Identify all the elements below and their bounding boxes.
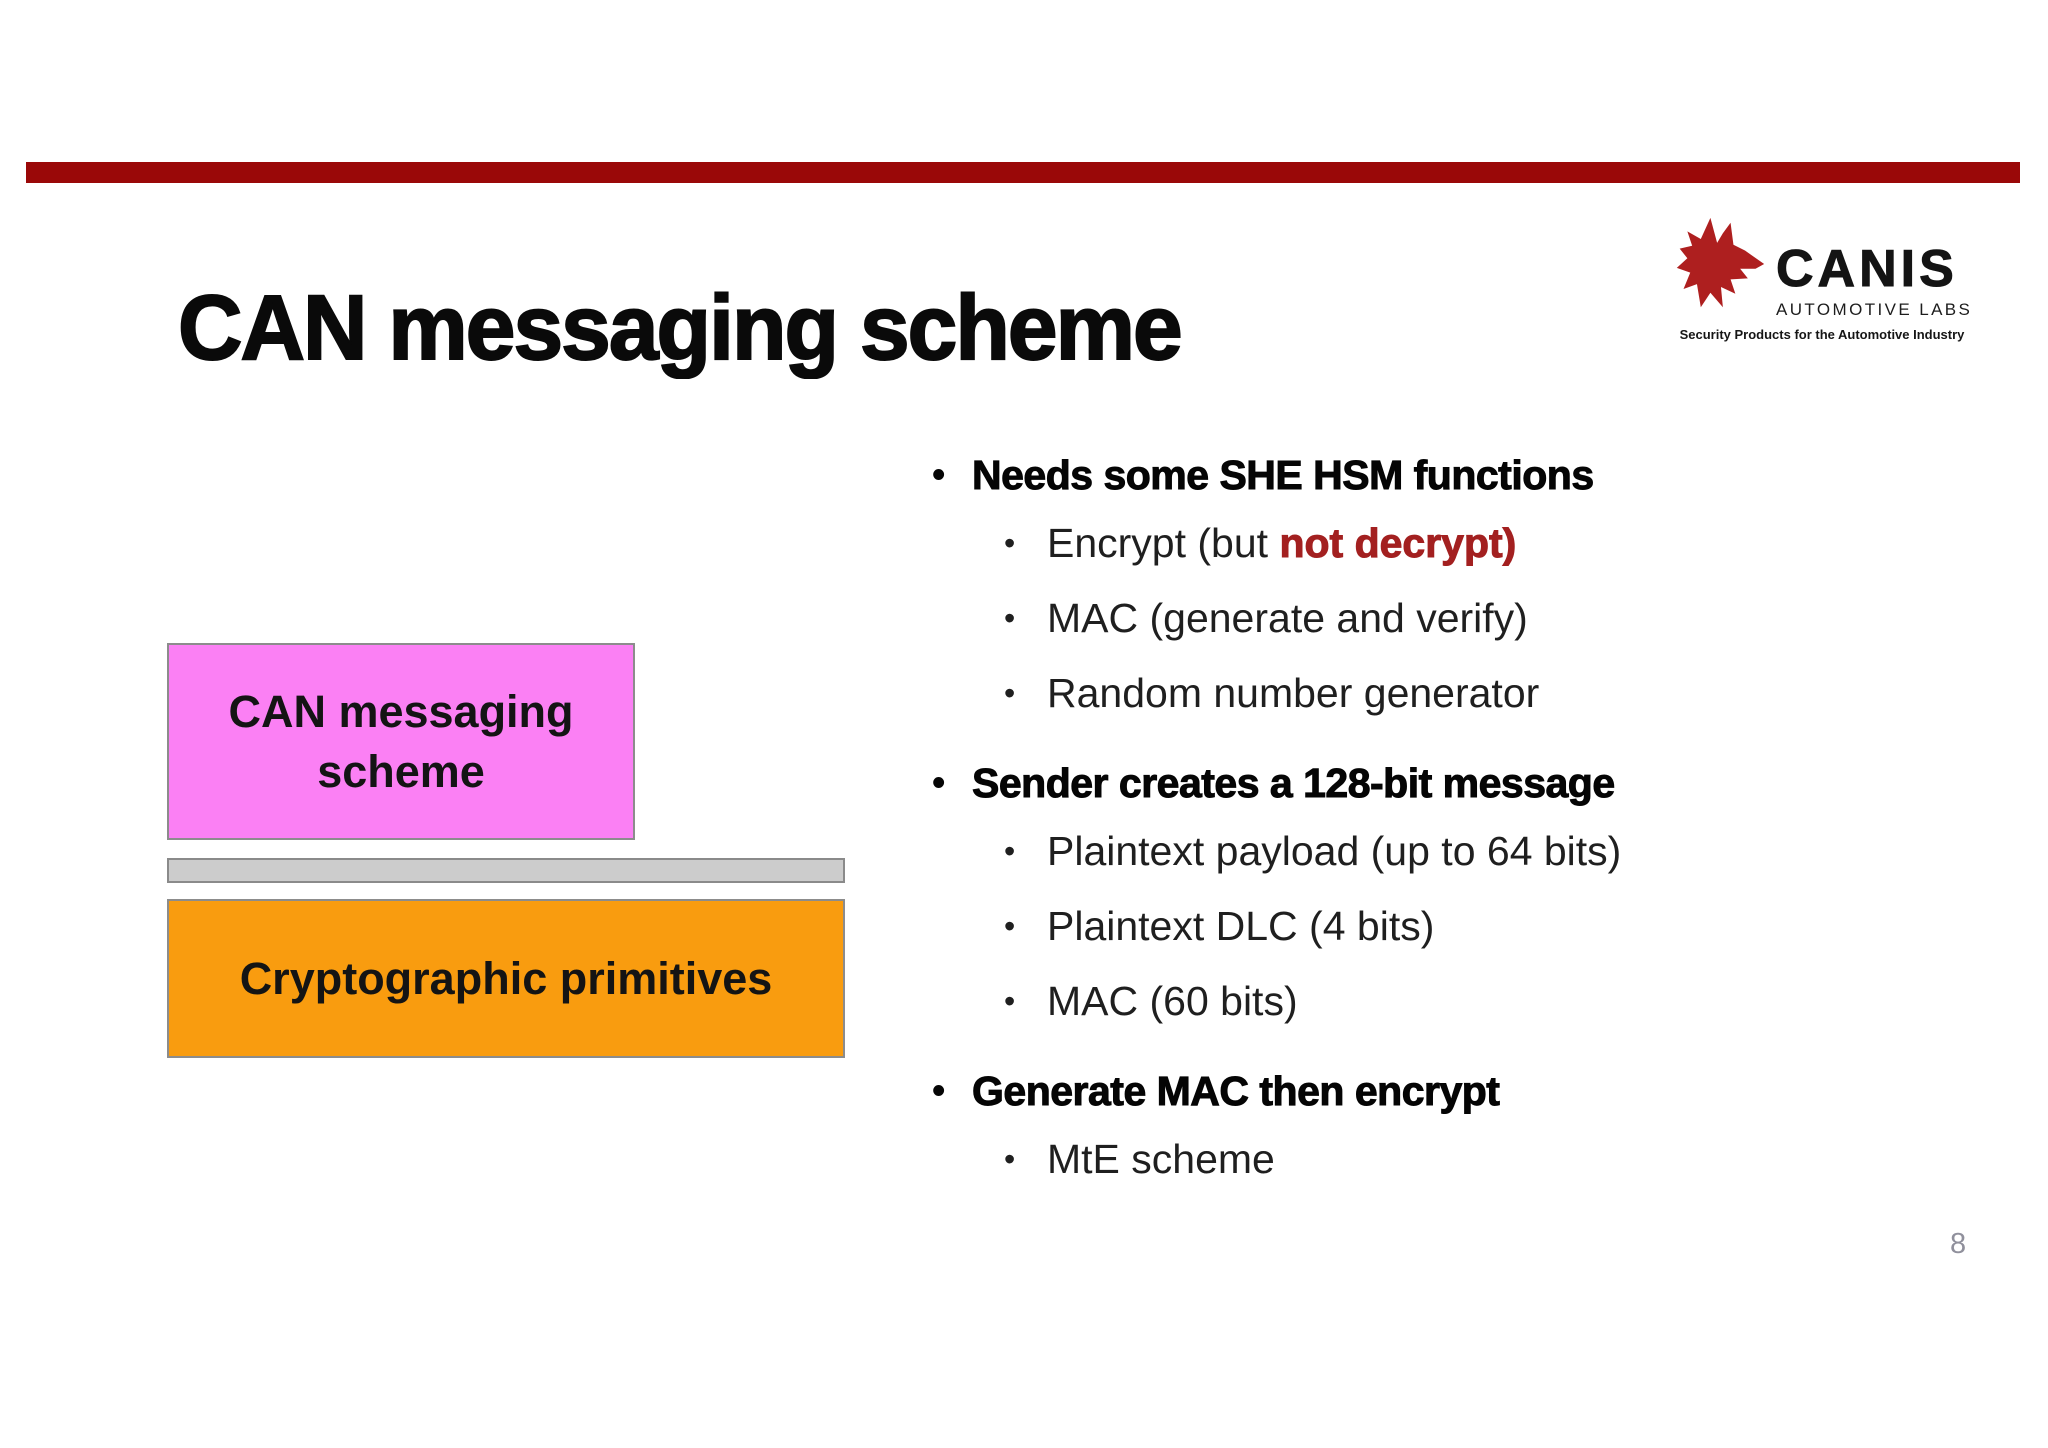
logo-tagline: Security Products for the Automotive Ind…	[1679, 327, 1965, 342]
bullet-icon: •	[1004, 525, 1016, 561]
logo-brand: CANIS	[1775, 240, 1958, 298]
bullet-item-level2: • Plaintext DLC (4 bits)	[920, 901, 1950, 951]
bullet-text: Generate MAC then encrypt	[971, 1068, 1500, 1115]
bullet-text: MAC (60 bits)	[1047, 978, 1298, 1024]
bullet-icon: •	[932, 1070, 945, 1112]
bullet-item-level2: • MAC (generate and verify)	[920, 593, 1950, 643]
bullet-icon: •	[1004, 1141, 1016, 1177]
bullet-text: Plaintext payload (up to 64 bits)	[1047, 828, 1622, 874]
diagram-box-label: Cryptographic primitives	[239, 952, 773, 1004]
bullet-text: Encrypt (but not decrypt)	[1047, 520, 1517, 567]
bullet-text: Sender creates a 128-bit message	[972, 760, 1616, 807]
bullet-text: Plaintext DLC (4 bits)	[1047, 903, 1435, 949]
diagram-box-cryptographic-primitives: Cryptographic primitives	[167, 899, 845, 1058]
bullet-item-level1: • Needs some SHE HSM functions	[920, 450, 1950, 500]
bullet-item-level1: • Generate MAC then encrypt	[920, 1066, 1950, 1116]
bullet-item-level2: • MAC (60 bits)	[920, 976, 1950, 1026]
bullet-icon: •	[932, 454, 945, 496]
bullet-item-level2: • MtE scheme	[920, 1134, 1950, 1184]
diagram-box-can-messaging-scheme: CAN messaging scheme	[167, 643, 635, 840]
bullet-icon: •	[1004, 675, 1016, 711]
page-title: CAN messaging scheme	[177, 277, 1184, 379]
bullet-text: MtE scheme	[1047, 1136, 1275, 1182]
bullet-item-level2: • Encrypt (but not decrypt)	[920, 518, 1950, 568]
bullet-icon: •	[1004, 908, 1016, 944]
logo-division: AUTOMOTIVE LABS	[1776, 300, 1973, 319]
canis-logo: CANIS AUTOMOTIVE LABS Security Products …	[1672, 205, 1972, 342]
bullet-text: MAC (generate and verify)	[1047, 595, 1528, 641]
bullet-icon: •	[1004, 833, 1016, 869]
bullet-text: Random number generator	[1047, 670, 1540, 716]
logo-text: CANIS AUTOMOTIVE LABS	[1775, 240, 1973, 320]
bullet-item-level2: • Plaintext payload (up to 64 bits)	[920, 826, 1950, 876]
bullet-list: • Needs some SHE HSM functions • Encrypt (b…	[920, 450, 1950, 1209]
wolf-head-icon	[1676, 217, 1765, 308]
bullet-item-level2: • Random number generator	[920, 668, 1950, 718]
bullet-text: Needs some SHE HSM functions	[972, 452, 1595, 499]
bullet-icon: •	[1004, 600, 1016, 636]
page-number: 8	[1950, 1228, 1967, 1260]
bullet-icon: •	[932, 762, 945, 804]
diagram-box-label: CAN messaging scheme	[228, 686, 574, 797]
diagram-connector-bar	[167, 858, 845, 883]
bullet-icon: •	[1004, 983, 1016, 1019]
bullet-item-level1: • Sender creates a 128-bit message	[920, 758, 1950, 808]
accent-bar	[26, 162, 2020, 183]
logo-row: CANIS AUTOMOTIVE LABS	[1672, 205, 1972, 320]
